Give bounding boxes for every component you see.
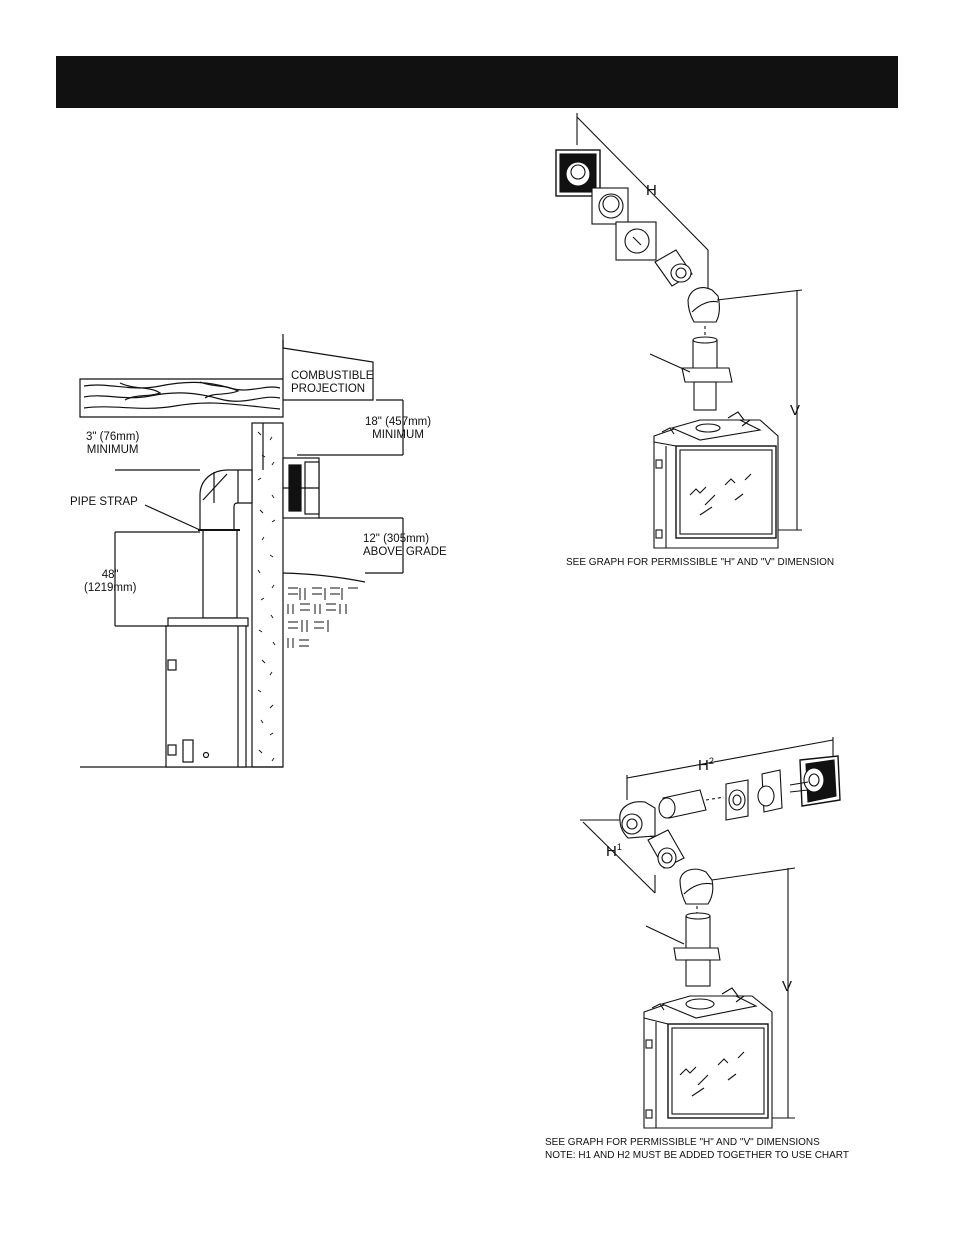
upper-elbow bbox=[620, 802, 655, 838]
vent-pipe-vertical bbox=[674, 913, 720, 986]
fireplace-unit bbox=[644, 988, 772, 1128]
bottom-diagram-caption-line1: SEE GRAPH FOR PERMISSIBLE "H" AND "V" DI… bbox=[545, 1136, 820, 1149]
h1-dimension-label: H1 bbox=[606, 842, 622, 860]
wall-thimble bbox=[758, 770, 782, 812]
termination-cap bbox=[790, 756, 840, 806]
v-dimension-label-bottom: V bbox=[782, 978, 792, 995]
wall-plate bbox=[726, 780, 748, 820]
h2-dimension-label: H2 bbox=[698, 756, 714, 774]
horizontal-pipe bbox=[659, 790, 706, 818]
bottom-diagram-caption-line2: NOTE: H1 AND H2 MUST BE ADDED TOGETHER T… bbox=[545, 1149, 849, 1162]
vent-elbow bbox=[680, 869, 713, 904]
